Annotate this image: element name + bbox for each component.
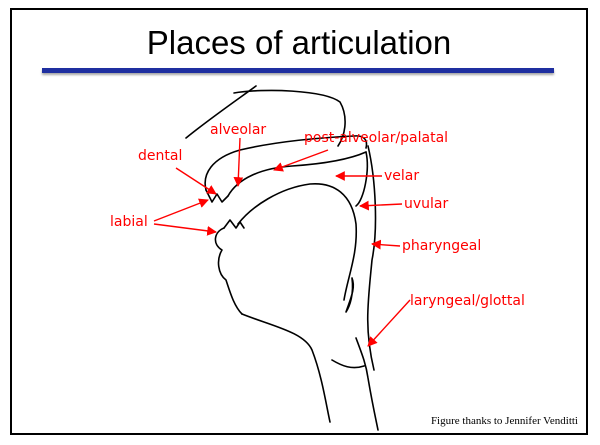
label-pharyngeal: pharyngeal	[402, 238, 481, 254]
arrow-post-alveolar	[274, 150, 328, 170]
label-dental: dental	[138, 148, 182, 164]
arrow-laryngeal	[368, 300, 410, 346]
figure-credit: Figure thanks to Jennifer Venditti	[431, 415, 578, 427]
upper-teeth	[206, 190, 228, 202]
arrow-uvular	[360, 204, 402, 206]
chin	[215, 228, 242, 314]
arrow-pharyngeal	[372, 244, 400, 246]
vocal-tract-diagram: dental alveolar post-alveolar/palatal ve…	[12, 10, 590, 437]
pharynx-back-wall	[368, 146, 376, 370]
arrow-dental	[176, 168, 216, 194]
label-velar: velar	[384, 168, 419, 184]
label-uvular: uvular	[404, 196, 449, 212]
hard-palate	[228, 152, 366, 196]
tongue-dorsum	[238, 184, 356, 300]
slide: Places of articulation	[10, 8, 588, 435]
label-post-alveolar: post-alveolar/palatal	[304, 130, 448, 146]
label-labial: labial	[110, 214, 148, 230]
arrow-labial-lower	[154, 224, 216, 232]
label-laryngeal: laryngeal/glottal	[410, 293, 525, 309]
velum	[356, 152, 367, 206]
arrow-alveolar	[238, 138, 240, 186]
arrow-labial-upper	[154, 200, 208, 221]
label-alveolar: alveolar	[210, 122, 266, 138]
neck-front	[242, 314, 330, 422]
